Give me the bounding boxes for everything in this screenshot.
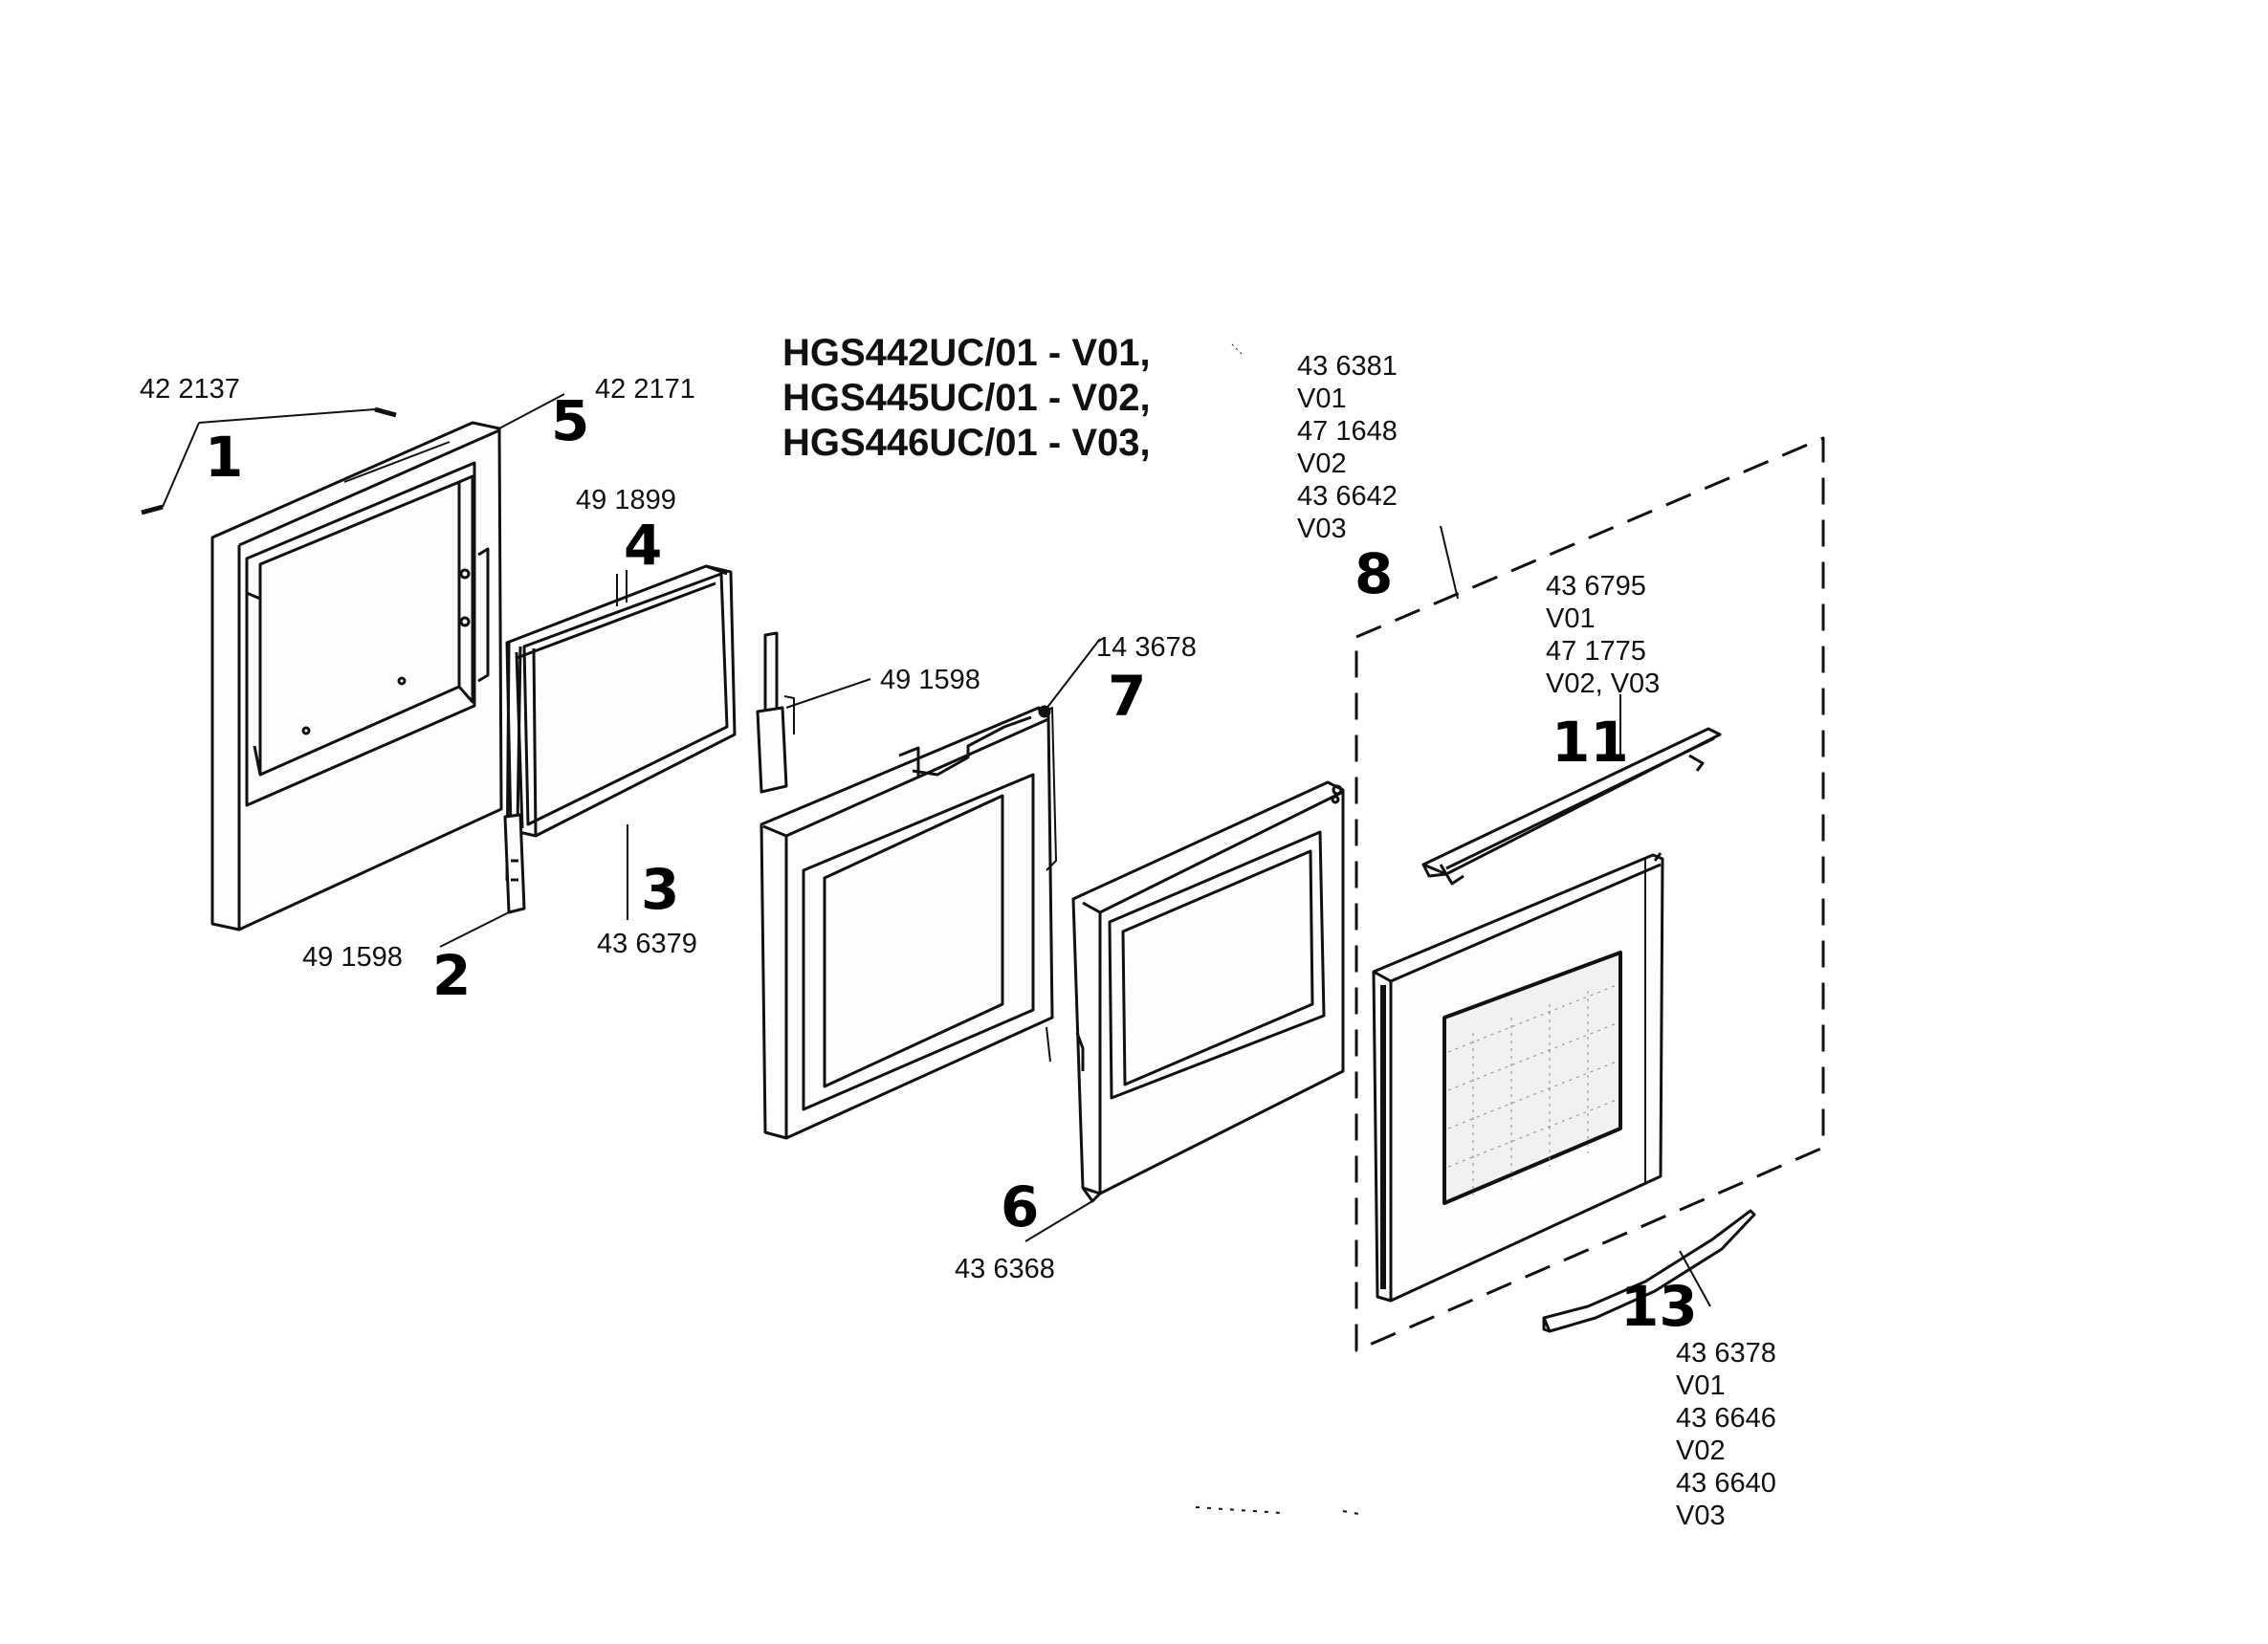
part-11-code: 43 6795 xyxy=(1546,571,1646,602)
model-line: HGS442UC/01 - V01, xyxy=(782,332,1151,374)
part-13-code: 43 6378 xyxy=(1676,1338,1776,1369)
part-11-code: V01 xyxy=(1546,603,1596,634)
rod-code: 49 1598 xyxy=(880,665,980,695)
part-11-code: V02, V03 xyxy=(1546,669,1661,699)
top-trim-part-11 xyxy=(1421,694,1722,886)
part-1-number: 1 xyxy=(205,425,244,490)
part-7-number: 7 xyxy=(1108,664,1147,729)
part-3-code: 43 6379 xyxy=(597,929,697,959)
part-2-code: 49 1598 xyxy=(302,942,403,973)
part-8-code: V03 xyxy=(1297,514,1347,544)
part-8-codes: 43 6381 V01 47 1648 V02 43 6642 V03 xyxy=(1297,350,1398,545)
glass-pane-part-3 xyxy=(505,564,737,838)
outer-door-part-8 xyxy=(1372,852,1664,1303)
rod-part xyxy=(756,631,871,794)
part-4-code: 49 1899 xyxy=(576,485,676,515)
part-5-number: 5 xyxy=(551,388,590,453)
part-13-code: 43 6640 xyxy=(1676,1468,1776,1499)
assembly-outline-part-8 xyxy=(1354,436,1825,1352)
part-11-number: 11 xyxy=(1552,710,1629,775)
part-2-number: 2 xyxy=(432,943,472,1008)
part-3-number: 3 xyxy=(641,857,680,922)
part-4-number: 4 xyxy=(624,513,663,578)
model-line: HGS446UC/01 - V03, xyxy=(782,422,1151,464)
part-8-code: 47 1648 xyxy=(1297,416,1398,447)
part-13-number: 13 xyxy=(1620,1274,1698,1339)
part-5-code: 42 2171 xyxy=(595,374,695,405)
inner-frame-part-5 xyxy=(210,393,565,932)
part-8-code: V02 xyxy=(1297,449,1347,479)
part-13-codes: 43 6378 V01 43 6646 V02 43 6640 V03 xyxy=(1676,1337,1776,1532)
model-list: HGS442UC/01 - V01, HGS445UC/01 - V02, HG… xyxy=(782,331,1151,466)
part-13-code: V01 xyxy=(1676,1370,1726,1401)
part-8-code: 43 6642 xyxy=(1297,481,1398,512)
part-1-code: 42 2137 xyxy=(140,374,240,405)
model-line: HGS445UC/01 - V02, xyxy=(782,377,1151,419)
part-13-code: V02 xyxy=(1676,1436,1726,1466)
part-6-number: 6 xyxy=(1001,1174,1040,1239)
part-13-code: V03 xyxy=(1676,1501,1726,1531)
part-6-code: 43 6368 xyxy=(955,1254,1055,1284)
part-13-code: 43 6646 xyxy=(1676,1403,1776,1434)
part-11-code: 47 1775 xyxy=(1546,636,1646,667)
hinge-bracket-part-2 xyxy=(439,813,526,948)
part-8-number: 8 xyxy=(1354,541,1394,606)
part-8-code: 43 6381 xyxy=(1297,351,1398,382)
part-7-code: 14 3678 xyxy=(1096,632,1197,663)
hinge-pin-part-1 xyxy=(141,406,397,515)
part-11-codes: 43 6795 V01 47 1775 V02, V03 xyxy=(1546,570,1660,700)
middle-panel-part-6 xyxy=(1024,780,1345,1242)
inner-panel-part-7 xyxy=(760,638,1101,1140)
handle-part-13 xyxy=(1542,1209,1756,1333)
part-8-code: V01 xyxy=(1297,384,1347,414)
